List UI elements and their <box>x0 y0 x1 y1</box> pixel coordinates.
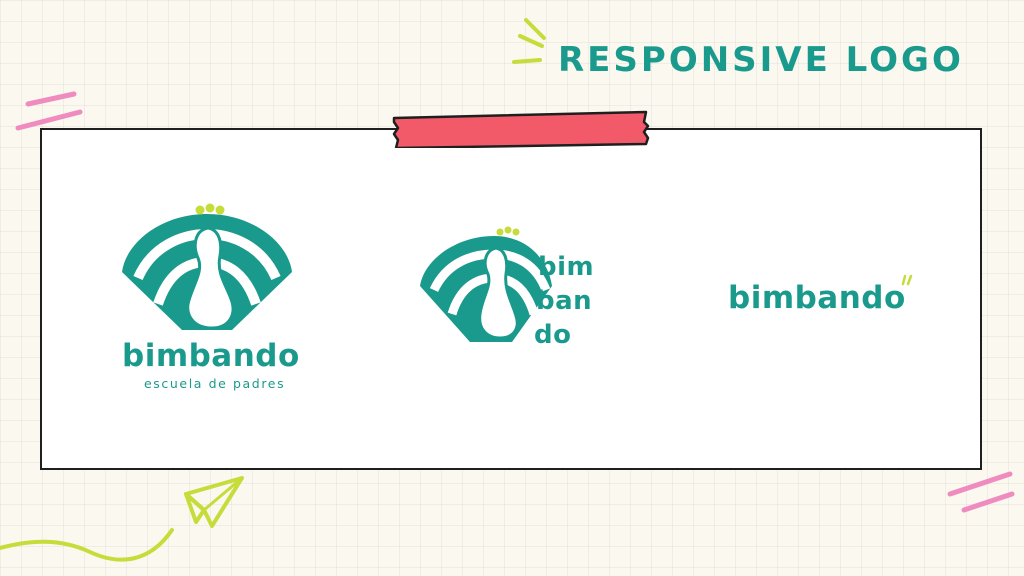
stacked-wordmark-line-2: ban <box>536 286 593 316</box>
brand-wordmark: bimbando <box>728 280 906 316</box>
tape-decoration <box>392 110 650 148</box>
sparkle-decoration <box>512 18 546 64</box>
peacock-emblem-icon <box>122 203 292 330</box>
stacked-wordmark-line-1: bim <box>538 252 595 282</box>
pink-stroke-decoration-left <box>15 91 83 131</box>
logo-compact: bim ban do <box>412 224 612 354</box>
logo-wordmark: bimbando <box>728 274 928 324</box>
page-heading: RESPONSIVE LOGO <box>558 40 964 80</box>
pink-stroke-decoration-right <box>947 471 1015 513</box>
brand-tagline: escuela de padres <box>144 376 286 391</box>
peacock-emblem-icon <box>420 226 552 342</box>
logo-full: bimbando escuela de padres <box>112 200 302 400</box>
leaf-accent-icon <box>901 274 913 286</box>
brand-wordmark: bimbando <box>122 338 300 374</box>
paper-plane-icon <box>0 476 244 562</box>
stacked-wordmark-line-3: do <box>534 320 572 350</box>
